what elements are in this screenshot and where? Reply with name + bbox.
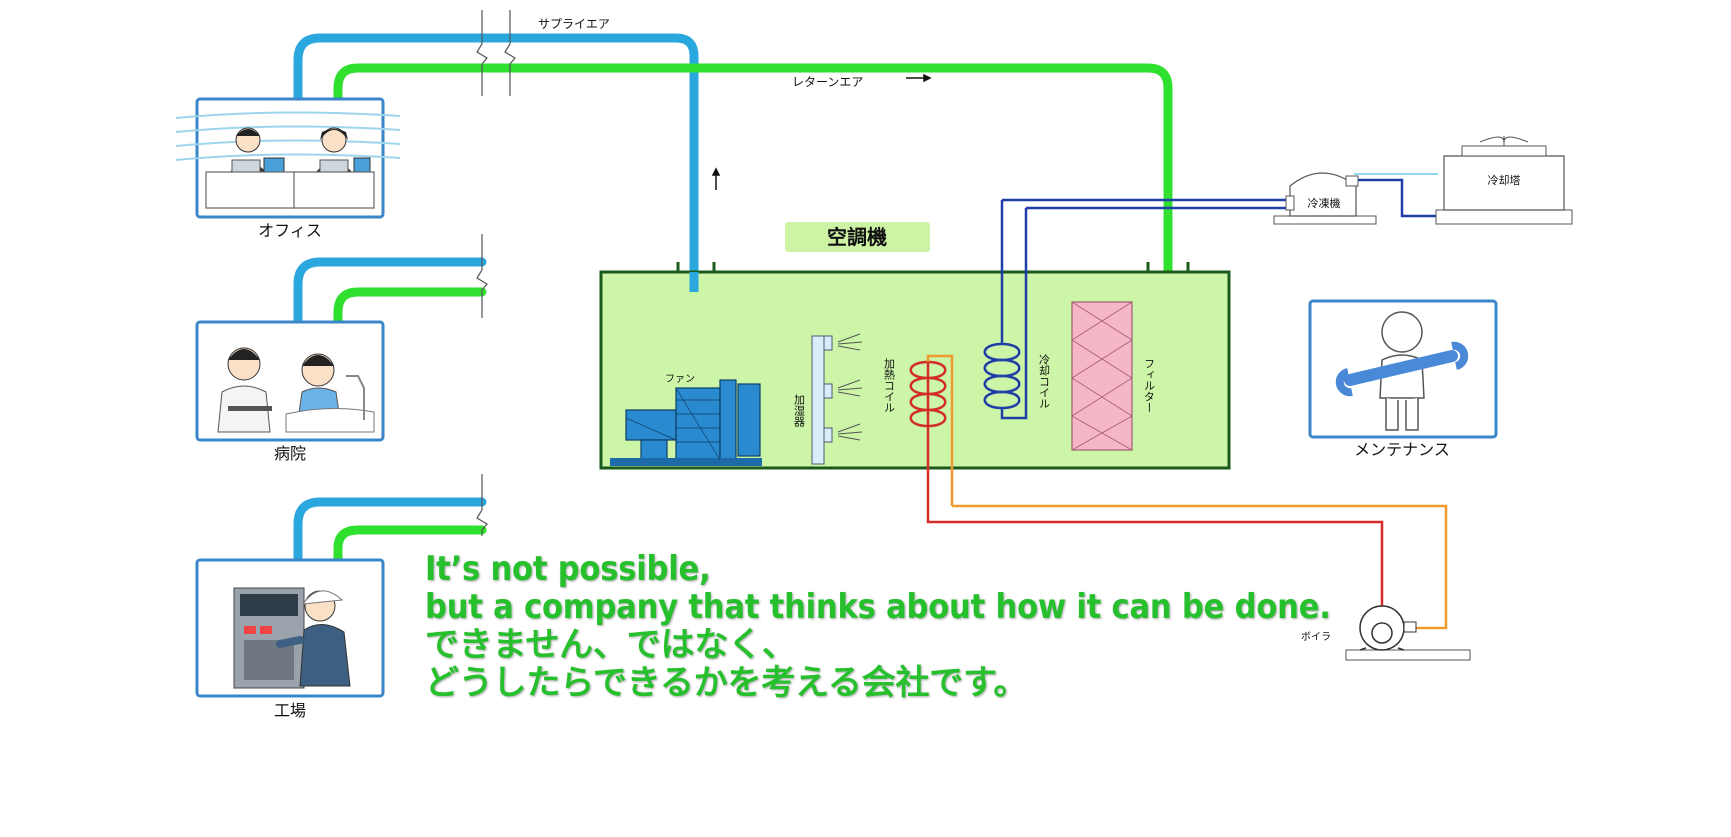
return-air-ducts [333,63,1173,575]
office-workers-icon [205,127,375,209]
maintenance-label: メンテナンス [1354,440,1450,459]
air-handling-unit: 空調機 ファン [599,200,1231,506]
hospital-doctor-patient-icon [217,347,375,433]
cooling-tower-icon [1435,136,1573,225]
boiler-label: ボイラ [1301,631,1331,643]
cooling-coil-icon [983,200,1028,420]
return-main-duct [333,63,1173,297]
return-branch-factory [333,525,487,575]
supply-air-label: サプライエア [538,17,610,31]
flow-direction-arrows [711,73,932,190]
hot-water-piping [926,500,1448,630]
office-panel: オフィス [175,97,401,240]
company-slogan: It’s not possible, but a company that th… [425,550,1331,702]
heating-coil-icon [909,354,954,506]
chilled-water-piping [1002,178,1438,218]
supply-branch-factory [293,497,487,571]
boiler-icon [1345,605,1471,661]
fan-unit-icon [610,379,762,466]
office-label: オフィス [258,221,322,240]
factory-worker-machine-icon [233,587,351,689]
return-branch-hospital [333,287,487,339]
cooling-coil-label: 冷却コイル [1038,354,1051,409]
supply-branch-hospital [293,257,487,335]
ahu-title: 空調機 [827,225,887,249]
heating-coil-label: 加熱コイル [883,358,896,413]
slogan-line-2: but a company that thinks about how it c… [425,587,1331,627]
factory-label: 工場 [274,701,306,720]
slogan-line-4: どうしたらできるかを考える会社です。 [425,663,1028,703]
factory-panel: 工場 [195,558,385,720]
hospital-panel: 病院 [195,320,385,463]
return-air-label: レターンエア [792,75,863,89]
maintenance-worker-icon [1335,311,1469,431]
slogan-line-1: It’s not possible, [425,549,711,589]
office-airflow-lines [175,111,401,161]
ahu-title-badge [785,222,930,252]
hospital-label: 病院 [274,444,306,463]
chiller-icon [1273,172,1377,225]
wall-break-lines [476,10,516,536]
supply-air-ducts [293,33,699,571]
fan-label: ファン [665,374,695,385]
filter-label: フィルター [1143,358,1156,413]
slogan-line-3: できません、ではなく、 [425,625,796,665]
ahu-duct-flanges [676,262,1190,272]
supply-main-duct [293,33,699,297]
maintenance-panel: メンテナンス [1308,299,1498,459]
humidifier-nozzle-icon [811,333,863,465]
cooling-tower-label: 冷却塔 [1488,174,1521,187]
filter-icon [1071,301,1133,451]
chiller-label: 冷凍機 [1308,196,1341,210]
humidifier-label: 加湿器 [793,394,806,428]
